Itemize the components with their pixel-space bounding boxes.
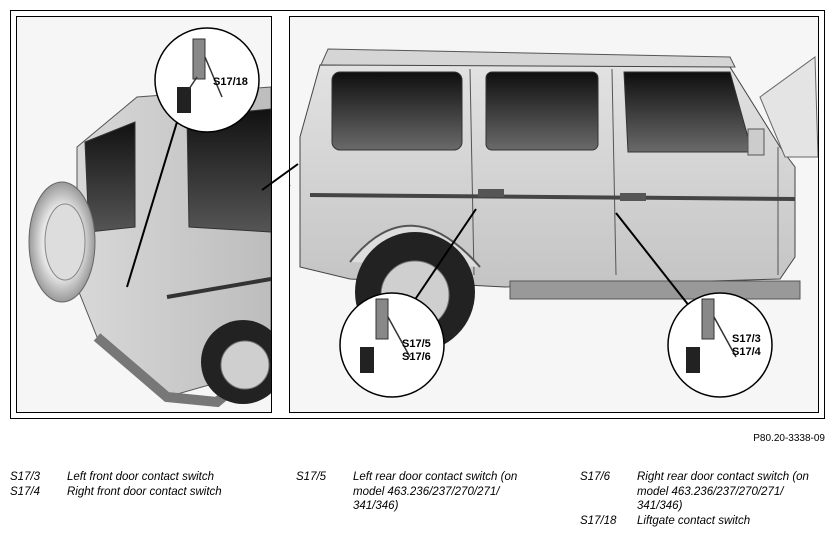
legend-description: Left rear door contact switch (on model … bbox=[353, 471, 518, 512]
legend-entry: S17/18 Liftgate contact switch bbox=[580, 514, 830, 529]
front-door-window bbox=[623, 71, 753, 153]
legend-entry: S17/5 Left rear door contact switch (on … bbox=[296, 470, 536, 514]
legend-code: S17/6 bbox=[580, 471, 611, 483]
liftgate-callout-label: S17/18 bbox=[213, 76, 248, 88]
legend-description: Right front door contact switch bbox=[67, 485, 222, 498]
rear-door-callout-label-b: S17/6 bbox=[402, 351, 431, 363]
legend-code: S17/5 bbox=[296, 471, 327, 483]
legend-entry: S17/3 Left front door contact switch bbox=[10, 470, 270, 485]
legend-code: S17/18 bbox=[580, 514, 617, 527]
side-view-panel: S17/5 S17/6 S17/3 S17/4 bbox=[289, 16, 819, 413]
panel-connector bbox=[261, 163, 299, 191]
legend-description: Right rear door contact switch (on model… bbox=[637, 471, 809, 512]
legend-code: S17/3 bbox=[10, 471, 41, 483]
side-view-illustration: S17/5 S17/6 S17/3 S17/4 bbox=[290, 17, 818, 412]
legend-description: Left front door contact switch bbox=[67, 471, 215, 483]
rear-view-panel: S17/18 bbox=[16, 16, 272, 413]
legend-entry: S17/6 Right rear door contact switch (on… bbox=[580, 470, 830, 514]
legend-column-2: S17/5 Left rear door contact switch (on … bbox=[296, 470, 536, 514]
legend-column-3: S17/6 Right rear door contact switch (on… bbox=[580, 470, 830, 528]
front-door-callout-label-b: S17/4 bbox=[732, 346, 762, 358]
front-door-callout-circle bbox=[667, 292, 773, 398]
legend-description: Liftgate contact switch bbox=[637, 514, 751, 527]
legend-column-1: S17/3 Left front door contact switch S17… bbox=[10, 470, 270, 499]
rear-view-illustration: S17/18 bbox=[17, 17, 271, 412]
figure-reference-id: P80.20-3338-09 bbox=[753, 433, 825, 444]
legend-code: S17/4 bbox=[10, 485, 41, 498]
rear-side-window bbox=[331, 71, 463, 151]
rear-door-callout-label-a: S17/5 bbox=[402, 338, 431, 350]
rear-door-window bbox=[485, 71, 599, 151]
front-door-callout-label-a: S17/3 bbox=[732, 333, 761, 345]
legend-entry: S17/4 Right front door contact switch bbox=[10, 485, 270, 500]
